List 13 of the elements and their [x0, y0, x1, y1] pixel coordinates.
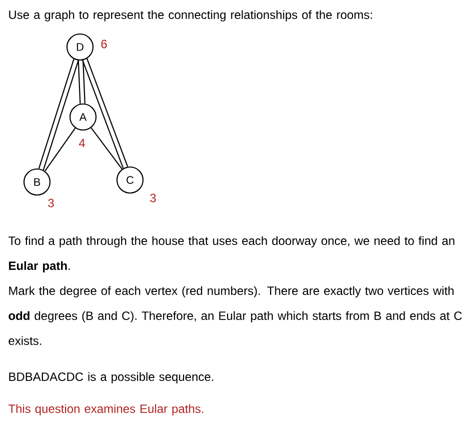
degree-number: 3 — [150, 194, 156, 202]
edge-line — [44, 128, 76, 172]
paragraph: BDBADACDC is a possible sequence. — [9, 372, 214, 384]
edge-line — [78, 60, 81, 104]
paragraph: To find a path through the house that uses each doorway once, we need to find an Eular path. — [8, 236, 454, 272]
paragraph: This question examines Eular paths. — [8, 404, 204, 416]
degree-number: 4 — [78, 138, 85, 148]
edge-line — [90, 127, 122, 170]
paragraph: Mark the degree of each vertex (red numbers). There are exactly two vertices with odd degrees (B and C). Therefore, an Eular path which starts from B and ends at C exists. — [8, 286, 462, 345]
degree-number: 3 — [48, 198, 54, 208]
paragraph: Use a graph to represent the connecting relationships of the rooms: — [9, 10, 372, 22]
degree-number: 6 — [101, 40, 107, 48]
edge-line — [82, 60, 86, 104]
